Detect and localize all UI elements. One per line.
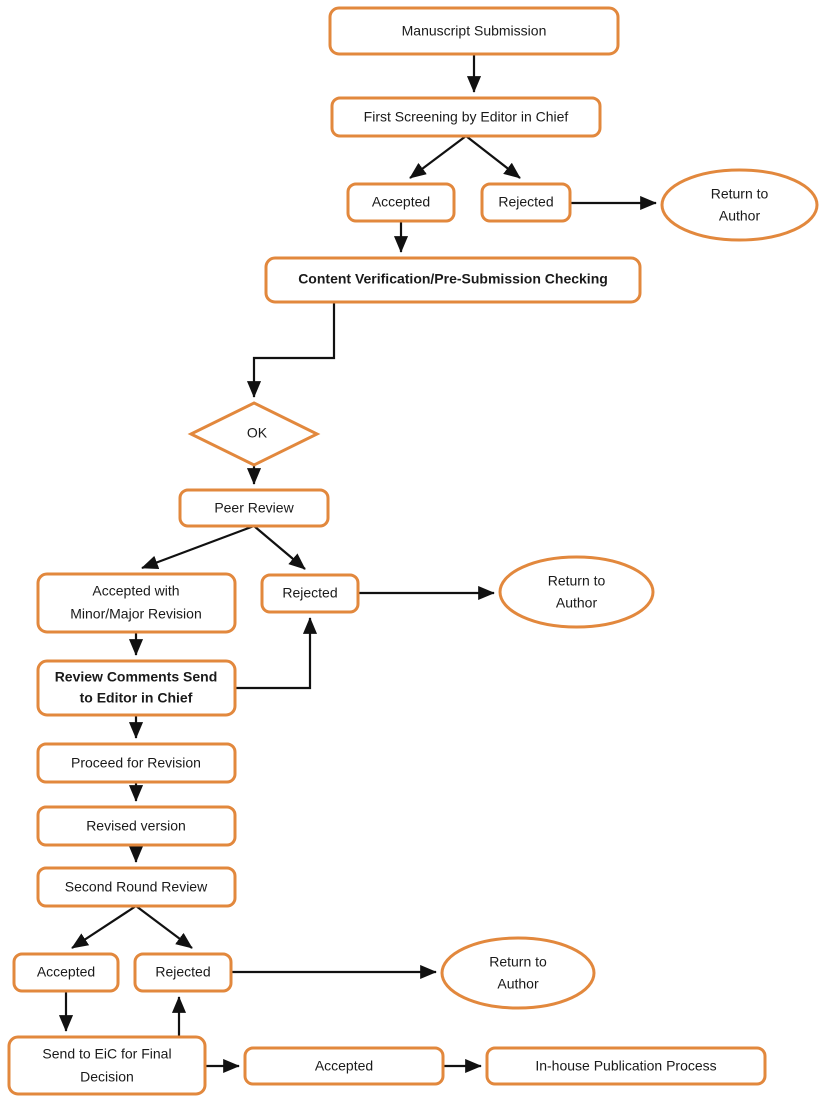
node-label-line2: Author bbox=[497, 976, 539, 992]
node-label-line1: Review Comments Send bbox=[55, 669, 218, 685]
node-label: Accepted bbox=[37, 964, 95, 980]
node-shape[interactable] bbox=[36, 659, 237, 717]
node-shape[interactable] bbox=[7, 1035, 207, 1096]
node-shape[interactable] bbox=[36, 742, 237, 784]
node-label: Rejected bbox=[155, 964, 210, 980]
node-shape[interactable] bbox=[264, 256, 642, 304]
node-return-to-author-mid[interactable]: Return to Author bbox=[498, 555, 655, 629]
node-shape[interactable] bbox=[330, 96, 602, 138]
node-second-rejected[interactable]: Rejected bbox=[133, 952, 233, 993]
node-second-accepted[interactable]: Accepted bbox=[12, 952, 120, 993]
node-review-comments[interactable]: Review Comments Send to Editor in Chief bbox=[36, 659, 237, 717]
node-return-to-author-bottom[interactable]: Return to Author bbox=[440, 936, 596, 1010]
node-ok-decision[interactable]: OK bbox=[187, 401, 321, 467]
node-shape[interactable] bbox=[36, 805, 237, 847]
node-shape[interactable] bbox=[36, 866, 237, 908]
edge-second-round-to-rejected bbox=[135, 905, 193, 949]
edge-screening-to-rejected bbox=[465, 135, 521, 179]
node-manuscript-submission[interactable]: Manuscript Submission bbox=[328, 6, 620, 56]
node-first-screening[interactable]: First Screening by Editor in Chief bbox=[330, 96, 602, 138]
node-label-line1: Accepted with bbox=[92, 583, 179, 599]
node-shape[interactable] bbox=[36, 572, 237, 634]
node-shape[interactable] bbox=[485, 1046, 767, 1086]
node-shape[interactable] bbox=[133, 952, 233, 993]
node-peer-review[interactable]: Peer Review bbox=[178, 488, 330, 528]
edge-layer bbox=[58, 54, 657, 1074]
edge-second-round-to-accepted bbox=[71, 905, 137, 949]
node-label-line2: to Editor in Chief bbox=[80, 690, 193, 706]
node-label-line1: Send to EiC for Final bbox=[42, 1046, 171, 1062]
node-label-line1: Return to bbox=[489, 954, 547, 970]
node-label: Peer Review bbox=[214, 500, 294, 516]
node-content-verification[interactable]: Content Verification/Pre-Submission Chec… bbox=[264, 256, 642, 304]
node-accepted-with-revision[interactable]: Accepted with Minor/Major Revision bbox=[36, 572, 237, 634]
node-second-round-review[interactable]: Second Round Review bbox=[36, 866, 237, 908]
node-label: Content Verification/Pre-Submission Chec… bbox=[298, 271, 608, 287]
node-shape[interactable] bbox=[498, 555, 655, 629]
node-label-line2: Decision bbox=[80, 1069, 134, 1085]
edge-review-comments-to-peer-rejected bbox=[235, 617, 318, 690]
node-shape[interactable] bbox=[187, 401, 321, 467]
node-send-to-eic[interactable]: Send to EiC for Final Decision bbox=[7, 1035, 207, 1096]
node-shape[interactable] bbox=[12, 952, 120, 993]
node-label: Proceed for Revision bbox=[71, 755, 201, 771]
node-label: Accepted bbox=[372, 194, 430, 210]
node-shape[interactable] bbox=[346, 182, 456, 223]
edge-screening-to-accepted bbox=[409, 135, 467, 179]
node-shape[interactable] bbox=[328, 6, 620, 56]
node-label-line2: Author bbox=[556, 595, 598, 611]
node-label: Rejected bbox=[498, 194, 553, 210]
node-label-line2: Author bbox=[719, 208, 761, 224]
node-shape[interactable] bbox=[260, 573, 360, 614]
node-shape[interactable] bbox=[243, 1046, 445, 1086]
node-return-to-author-top[interactable]: Return to Author bbox=[660, 168, 819, 242]
edge-peer-review-to-accepted-revision bbox=[141, 524, 255, 570]
edge-content-verification-to-ok bbox=[246, 302, 336, 398]
node-label: First Screening by Editor in Chief bbox=[364, 109, 569, 125]
node-peer-rejected[interactable]: Rejected bbox=[260, 573, 360, 614]
node-label-line1: Return to bbox=[548, 573, 606, 589]
node-label: Revised version bbox=[86, 818, 186, 834]
node-label: Manuscript Submission bbox=[402, 23, 547, 39]
node-label: Rejected bbox=[282, 585, 337, 601]
node-shape[interactable] bbox=[178, 488, 330, 528]
node-in-house-publication[interactable]: In-house Publication Process bbox=[485, 1046, 767, 1086]
node-label: Accepted bbox=[315, 1058, 373, 1074]
node-label: OK bbox=[247, 425, 268, 441]
node-screening-accepted[interactable]: Accepted bbox=[346, 182, 456, 223]
node-label-line2: Minor/Major Revision bbox=[70, 606, 201, 622]
node-revised-version[interactable]: Revised version bbox=[36, 805, 237, 847]
node-shape[interactable] bbox=[440, 936, 596, 1010]
node-final-accepted[interactable]: Accepted bbox=[243, 1046, 445, 1086]
node-screening-rejected[interactable]: Rejected bbox=[480, 182, 572, 223]
node-label: In-house Publication Process bbox=[535, 1058, 716, 1074]
edge-peer-review-to-rejected bbox=[253, 525, 306, 570]
node-label: Second Round Review bbox=[65, 879, 208, 895]
node-shape[interactable] bbox=[480, 182, 572, 223]
node-label-line1: Return to bbox=[711, 186, 769, 202]
node-proceed-for-revision[interactable]: Proceed for Revision bbox=[36, 742, 237, 784]
node-shape[interactable] bbox=[660, 168, 819, 242]
